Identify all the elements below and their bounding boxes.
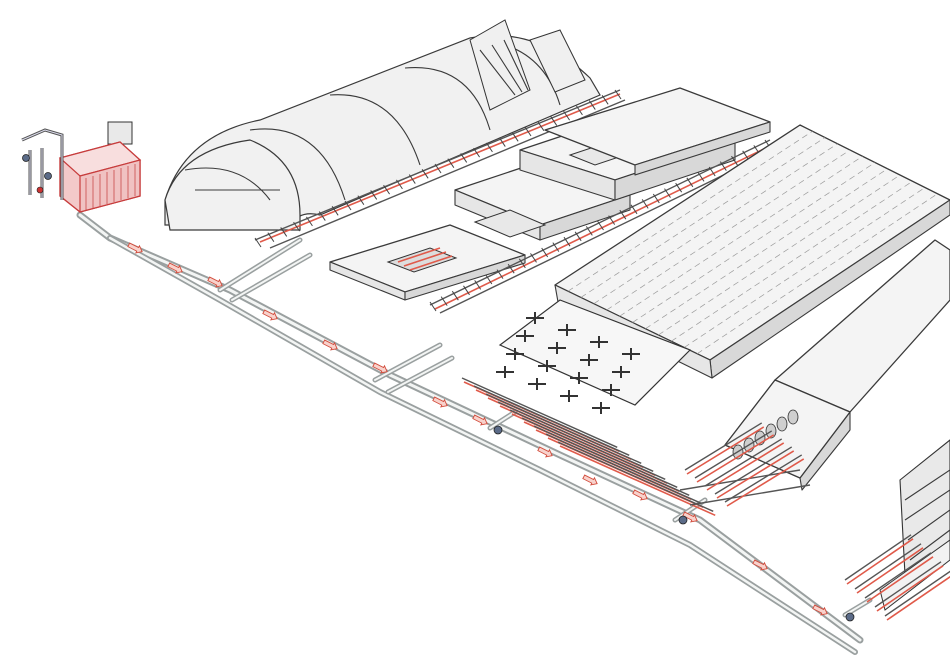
arched-tent-curing-chamber bbox=[164, 19, 626, 249]
branch-valves bbox=[493, 425, 855, 622]
stepped-cover-slab-station bbox=[329, 87, 776, 314]
flow-arrow-icon bbox=[207, 276, 223, 288]
flow-arrow-icon bbox=[537, 446, 553, 458]
rebar-cage-bed bbox=[844, 439, 950, 621]
flow-arrows bbox=[127, 242, 828, 616]
hollow-core-slab-bed bbox=[679, 239, 950, 507]
flow-arrow-icon bbox=[752, 559, 768, 571]
boiler-unit bbox=[21, 121, 142, 213]
gauge-icon bbox=[22, 154, 30, 162]
main-supply-pipeline bbox=[76, 211, 873, 655]
flow-arrow-icon bbox=[582, 474, 598, 486]
flow-arrow-icon bbox=[812, 604, 828, 616]
pump-icon bbox=[36, 186, 44, 194]
valve-icon bbox=[845, 612, 855, 622]
flow-arrow-icon bbox=[127, 242, 143, 254]
flow-arrow-icon bbox=[472, 414, 488, 426]
flow-arrow-icon bbox=[322, 339, 338, 351]
flow-arrow-icon bbox=[372, 362, 388, 374]
valve-icon bbox=[493, 425, 503, 435]
valve-icon bbox=[678, 515, 688, 525]
flow-arrow-icon bbox=[432, 396, 448, 408]
gauge-icon bbox=[44, 172, 52, 180]
flow-arrow-icon bbox=[167, 262, 183, 274]
wide-ribbed-panel-bed bbox=[461, 124, 950, 517]
flow-arrow-icon bbox=[262, 309, 278, 321]
flow-arrow-icon bbox=[632, 489, 648, 501]
